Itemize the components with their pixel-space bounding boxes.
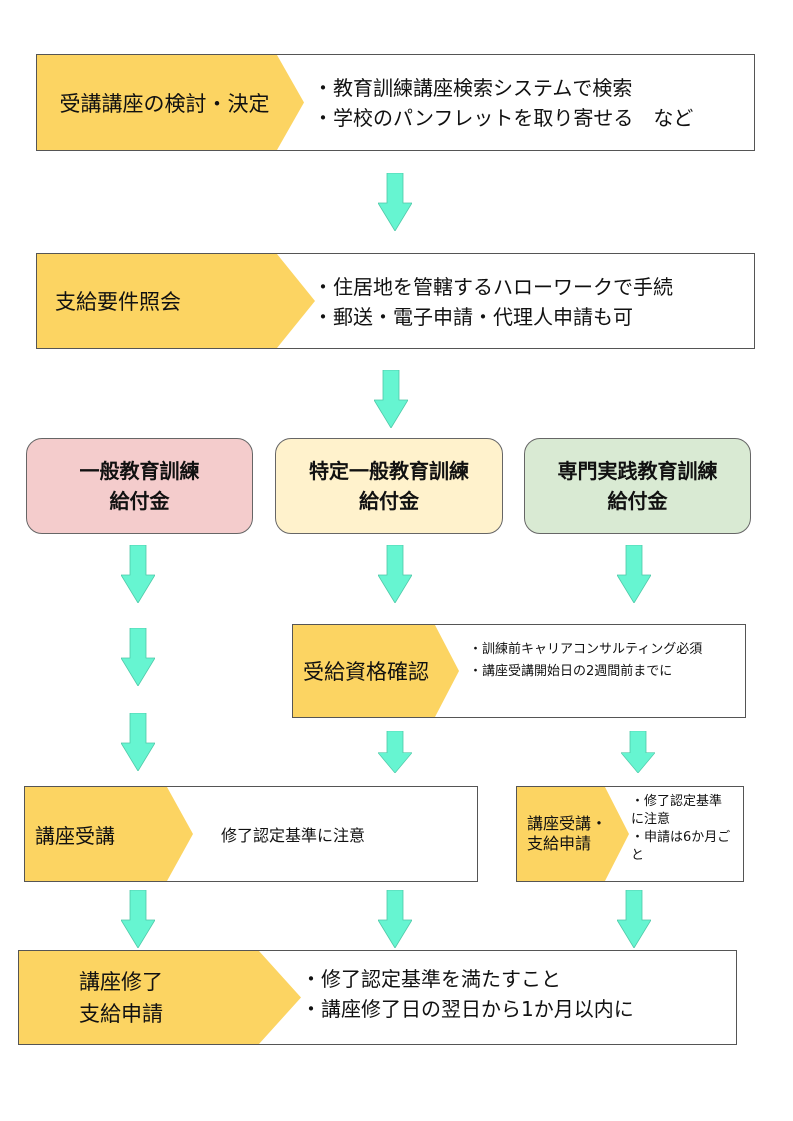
desc-line: ・申請は6か月ご (631, 830, 731, 845)
step-note: 修了認定基準に注意 (221, 826, 366, 845)
step-label-line: 支給申請 (79, 1001, 163, 1026)
step-label: 受給資格確認 (303, 660, 429, 684)
desc-line: と (631, 848, 645, 863)
step-label-shape (293, 625, 459, 717)
step-description: ・修了認定基準を満たすこと ・講座修了日の翌日から1か月以内に (301, 959, 634, 1029)
step-label-shape (25, 787, 193, 881)
benefit-general: 一般教育訓練 給付金 (26, 438, 253, 534)
step-description: ・修了認定基準 に注意 ・申請は6か月ご と (631, 793, 730, 865)
step-label-line: 支給申請 (527, 834, 592, 853)
desc-line: ・郵送・電子申請・代理人申請も可 (313, 304, 633, 329)
step-eligibility-inquiry: 支給要件照会 ・住居地を管轄するハローワークで手続 ・郵送・電子申請・代理人申請… (36, 253, 755, 349)
down-arrow (617, 890, 651, 948)
desc-line: ・住居地を管轄するハローワークで手続 (313, 274, 673, 299)
desc-line: ・修了認定基準を満たすこと (301, 967, 561, 991)
benefit-specialized-practical: 専門実践教育訓練 給付金 (524, 438, 751, 534)
step-description: ・訓練前キャリアコンサルティング必須 ・講座受講開始日の2週間前までに (469, 635, 702, 687)
benefit-title: 専門実践教育訓練 (557, 459, 718, 483)
down-arrow (121, 890, 155, 948)
step-label: 講座修了 支給申請 (79, 951, 163, 1044)
down-arrow (621, 731, 655, 773)
desc-line: ・訓練前キャリアコンサルティング必須 (469, 642, 703, 657)
benefit-subtitle: 給付金 (109, 489, 170, 513)
desc-line: ・修了認定基準 (631, 794, 723, 809)
step-consider-course: 受講講座の検討・決定 ・教育訓練講座検索システムで検索 ・学校のパンフレットを取… (36, 54, 755, 151)
down-arrow (121, 713, 155, 771)
down-arrow (378, 545, 412, 603)
step-label-line: 講座受講・ (527, 814, 608, 833)
down-arrow (617, 545, 651, 603)
down-arrow (378, 890, 412, 948)
step-label-line: 講座修了 (79, 969, 163, 994)
benefit-subtitle: 給付金 (359, 489, 419, 513)
step-label: 講座受講・ 支給申請 (527, 787, 607, 881)
benefit-title: 一般教育訓練 (79, 459, 200, 483)
desc-line: に注意 (631, 812, 671, 827)
down-arrow (374, 370, 408, 428)
down-arrow (121, 545, 155, 603)
desc-line: ・講座修了日の翌日から1か月以内に (301, 997, 634, 1021)
step-description: ・住居地を管轄するハローワークで手続 ・郵送・電子申請・代理人申請も可 (313, 264, 673, 339)
step-attend-and-apply: 講座受講・ 支給申請 ・修了認定基準 に注意 ・申請は6か月ご と (516, 786, 744, 882)
step-label: 受講講座の検討・決定 (59, 91, 270, 116)
step-completion-application: 講座修了 支給申請 ・修了認定基準を満たすこと ・講座修了日の翌日から1か月以内… (18, 950, 737, 1045)
step-label-shape (517, 787, 629, 881)
down-arrow (378, 173, 412, 231)
desc-line: ・講座受講開始日の2週間前までに (469, 664, 673, 679)
benefit-specific-general: 特定一般教育訓練 給付金 (275, 438, 503, 534)
down-arrow (378, 731, 412, 773)
step-label-shape (37, 254, 315, 348)
step-description: ・教育訓練講座検索システムで検索 ・学校のパンフレットを取り寄せる など (313, 65, 693, 140)
desc-line: ・学校のパンフレットを取り寄せる など (313, 105, 694, 130)
step-label: 講座受講 (35, 823, 115, 848)
benefit-title: 特定一般教育訓練 (309, 459, 469, 483)
step-label-shape (37, 55, 304, 150)
desc-line: ・教育訓練講座検索システムで検索 (313, 75, 633, 100)
step-label-shape (19, 951, 301, 1044)
down-arrow (121, 628, 155, 686)
step-attend-course: 講座受講 修了認定基準に注意 (24, 786, 478, 882)
benefit-subtitle: 給付金 (607, 489, 668, 513)
step-label: 支給要件照会 (55, 290, 181, 314)
step-eligibility-confirmation: 受給資格確認 ・訓練前キャリアコンサルティング必須 ・講座受講開始日の2週間前ま… (292, 624, 746, 718)
